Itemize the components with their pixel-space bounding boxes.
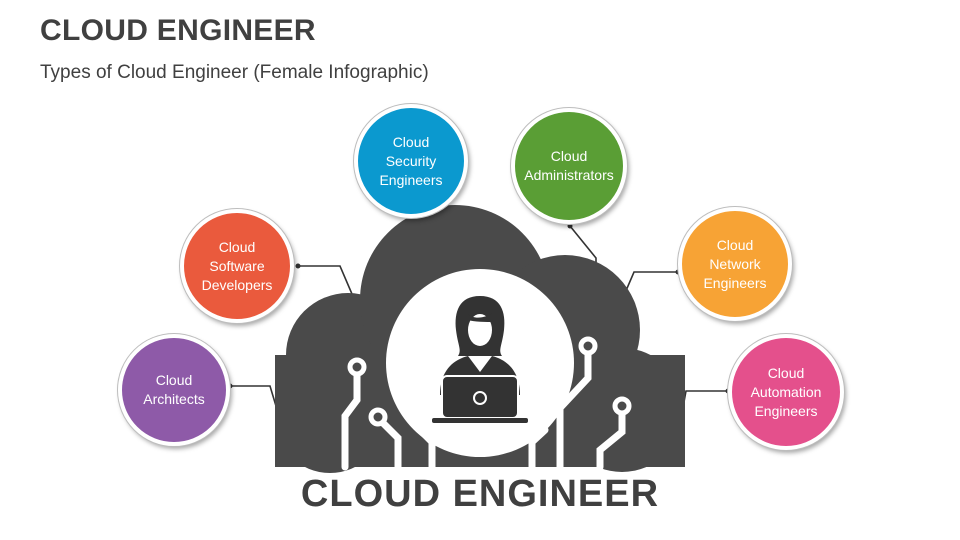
node-label-network-engineers: Cloud Network Engineers	[703, 236, 767, 291]
center-disc	[386, 269, 574, 457]
node-cloud-architects: Cloud Architects	[118, 334, 230, 446]
cloud-engineer-label: CLOUD ENGINEER	[300, 473, 660, 515]
connector-architects	[230, 385, 277, 407]
node-cloud-automation-engineers: Cloud Automation Engineers	[728, 334, 844, 450]
circuit-traces	[341, 344, 626, 471]
node-cloud-network-engineers: Cloud Network Engineers	[678, 207, 792, 321]
connector-dot-administrators	[567, 223, 573, 229]
node-label-architects: Cloud Architects	[143, 372, 205, 407]
node-label-automation-engineers: Cloud Automation Engineers	[750, 364, 822, 419]
node-cloud-administrators: Cloud Administrators	[511, 108, 627, 224]
page-title: CLOUD ENGINEER	[40, 14, 316, 47]
node-label-software-developers: Cloud Software Developers	[201, 238, 273, 293]
node-label-administrators: Cloud Administrators	[524, 148, 614, 183]
connector-dot-software-developers	[295, 263, 301, 269]
page-subtitle: Types of Cloud Engineer (Female Infograp…	[40, 62, 429, 83]
node-label-security-engineers: Cloud Security Engineers	[379, 133, 443, 188]
node-cloud-security-engineers: Cloud Security Engineers	[354, 104, 468, 218]
circuit-nodes	[347, 336, 632, 427]
female-engineer-laptop-icon	[432, 296, 528, 423]
node-cloud-software-developers: Cloud Software Developers	[180, 209, 294, 323]
connector-automation-engineers	[683, 390, 728, 403]
